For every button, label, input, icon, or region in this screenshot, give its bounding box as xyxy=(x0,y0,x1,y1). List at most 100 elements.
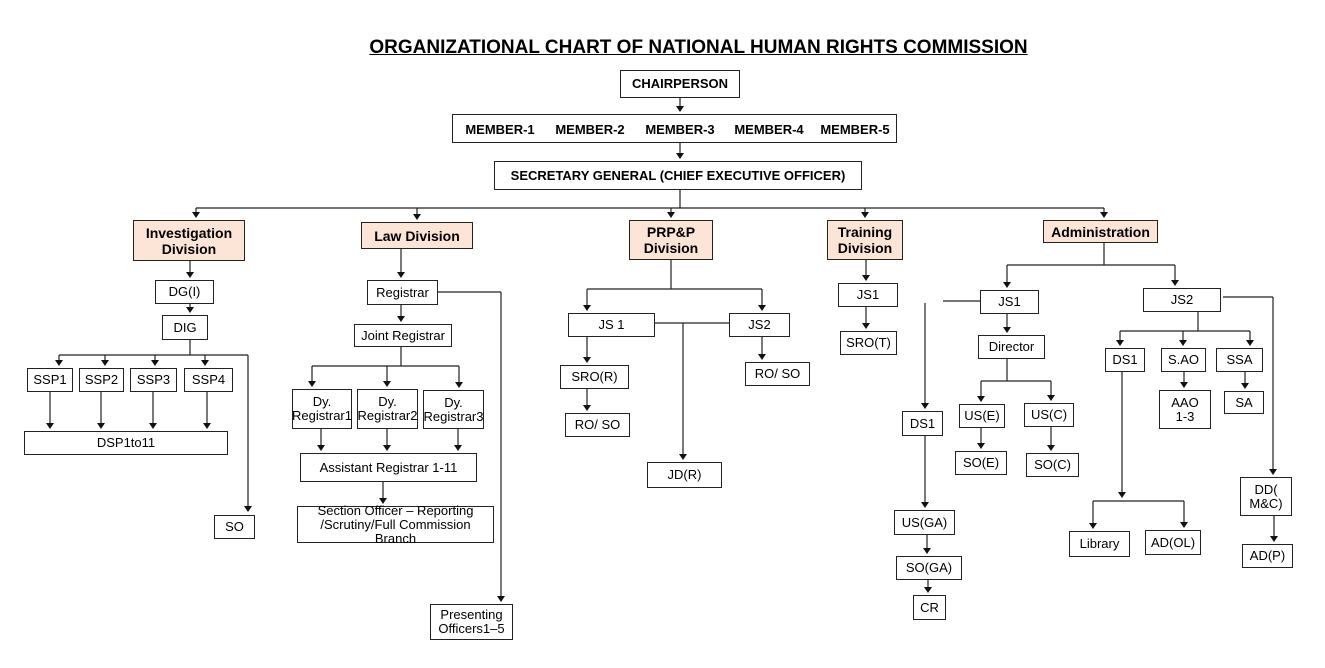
arrow-head-icon xyxy=(1003,282,1011,288)
arrow-head-icon xyxy=(383,381,391,387)
node-jdr: JD(R) xyxy=(647,462,722,488)
arrow-head-icon xyxy=(101,360,109,366)
arrow-head-icon xyxy=(149,423,157,429)
arrow-head-icon xyxy=(397,272,405,278)
arrow-head-icon xyxy=(923,548,931,554)
arrow-head-icon xyxy=(921,502,929,508)
node-pjs1: JS 1 xyxy=(568,313,655,337)
arrow-head-icon xyxy=(379,498,387,504)
node-jreg: Joint Registrar xyxy=(354,324,452,347)
arrow-head-icon xyxy=(244,506,252,512)
node-areg: Assistant Registrar 1-11 xyxy=(300,453,477,482)
arrow-head-icon xyxy=(861,212,869,218)
node-dir: Director xyxy=(978,335,1045,359)
node-adp: AD(P) xyxy=(1242,544,1293,568)
node-ssp3: SSP3 xyxy=(130,368,177,392)
arrow-head-icon xyxy=(55,360,63,366)
arrow-head-icon xyxy=(1116,340,1124,346)
arrow-head-icon xyxy=(151,360,159,366)
arrow-head-icon xyxy=(97,423,105,429)
arrow-head-icon xyxy=(1246,340,1254,346)
node-law: Law Division xyxy=(361,222,473,249)
node-use: US(E) xyxy=(959,404,1005,428)
member-5: MEMBER-5 xyxy=(820,122,890,137)
node-pres: Presenting Officers1–5 xyxy=(430,604,513,640)
arrow-head-icon xyxy=(201,360,209,366)
node-so_inv: SO xyxy=(214,515,255,539)
node-ssp2: SSP2 xyxy=(79,368,124,392)
node-usga: US(GA) xyxy=(894,510,955,535)
node-bds1: DS1 xyxy=(1105,348,1145,372)
node-tjs1: JS1 xyxy=(838,283,898,307)
node-ads1: DS1 xyxy=(902,411,943,436)
node-ssp1: SSP1 xyxy=(27,368,73,392)
arrow-head-icon xyxy=(1179,340,1187,346)
node-ajs2: JS2 xyxy=(1143,288,1221,312)
arrow-head-icon xyxy=(583,305,591,311)
node-soe: SO(E) xyxy=(955,451,1007,475)
arrow-head-icon xyxy=(921,403,929,409)
arrow-head-icon xyxy=(455,382,463,388)
arrow-head-icon xyxy=(413,214,421,220)
arrow-head-icon xyxy=(203,423,211,429)
arrow-head-icon xyxy=(1089,523,1097,529)
node-reg: Registrar xyxy=(367,280,438,305)
arrow-head-icon xyxy=(583,405,591,411)
node-ajs1: JS1 xyxy=(980,290,1039,314)
node-sa: SA xyxy=(1224,391,1264,414)
node-ssp4: SSP4 xyxy=(184,368,233,392)
arrow-head-icon xyxy=(397,316,405,322)
arrow-head-icon xyxy=(192,212,200,218)
member-3: MEMBER-3 xyxy=(645,122,715,137)
node-dy3: Dy. Registrar3 xyxy=(423,390,484,429)
arrow-head-icon xyxy=(667,212,675,218)
arrow-head-icon xyxy=(1118,492,1126,498)
node-prp: PRP&P Division xyxy=(629,220,713,260)
node-trn: Training Division xyxy=(827,220,903,260)
node-adol: AD(OL) xyxy=(1145,530,1201,555)
node-inv: Investigation Division xyxy=(133,220,245,261)
node-cr: CR xyxy=(913,595,946,620)
arrow-head-icon xyxy=(1241,383,1249,389)
member-2: MEMBER-2 xyxy=(555,122,625,137)
node-dy2: Dy. Registrar2 xyxy=(357,389,418,429)
arrow-head-icon xyxy=(454,445,462,451)
arrow-head-icon xyxy=(497,596,505,602)
arrow-head-icon xyxy=(679,454,687,460)
node-dgi: DG(I) xyxy=(155,280,214,304)
arrow-head-icon xyxy=(383,445,391,451)
node-sec: Section Officer – Reporting /Scrutiny/Fu… xyxy=(297,503,494,545)
node-aao: AAO 1-3 xyxy=(1159,390,1211,429)
arrow-head-icon xyxy=(1269,469,1277,475)
arrow-head-icon xyxy=(1180,382,1188,388)
node-srot: SRO(T) xyxy=(840,331,897,355)
arrow-head-icon xyxy=(583,357,591,363)
arrow-head-icon xyxy=(317,445,325,451)
node-chairperson: CHAIRPERSON xyxy=(620,70,740,98)
node-dig: DIG xyxy=(162,315,208,340)
node-adm: Administration xyxy=(1043,220,1158,243)
node-roso1: RO/ SO xyxy=(565,413,630,437)
node-ssa: SSA xyxy=(1216,348,1263,372)
arrow-head-icon xyxy=(977,443,985,449)
arrow-head-icon xyxy=(1180,522,1188,528)
node-sg: SECRETARY GENERAL (CHIEF EXECUTIVE OFFIC… xyxy=(494,161,862,190)
arrow-head-icon xyxy=(1100,212,1108,218)
chart-title: ORGANIZATIONAL CHART OF NATIONAL HUMAN R… xyxy=(369,37,1028,58)
node-lib: Library xyxy=(1069,531,1130,557)
arrow-head-icon xyxy=(758,305,766,311)
node-sao: S.AO xyxy=(1161,348,1206,372)
arrow-head-icon xyxy=(186,272,194,278)
arrow-head-icon xyxy=(924,587,932,593)
arrow-head-icon xyxy=(977,396,985,402)
arrow-head-icon xyxy=(862,323,870,329)
arrow-head-icon xyxy=(1047,395,1055,401)
node-ddmc: DD( M&C) xyxy=(1240,477,1292,516)
arrow-head-icon xyxy=(676,153,684,159)
arrow-head-icon xyxy=(1047,445,1055,451)
arrow-head-icon xyxy=(186,307,194,313)
node-soc: SO(C) xyxy=(1026,453,1079,477)
arrow-head-icon xyxy=(862,275,870,281)
member-4: MEMBER-4 xyxy=(734,122,804,137)
